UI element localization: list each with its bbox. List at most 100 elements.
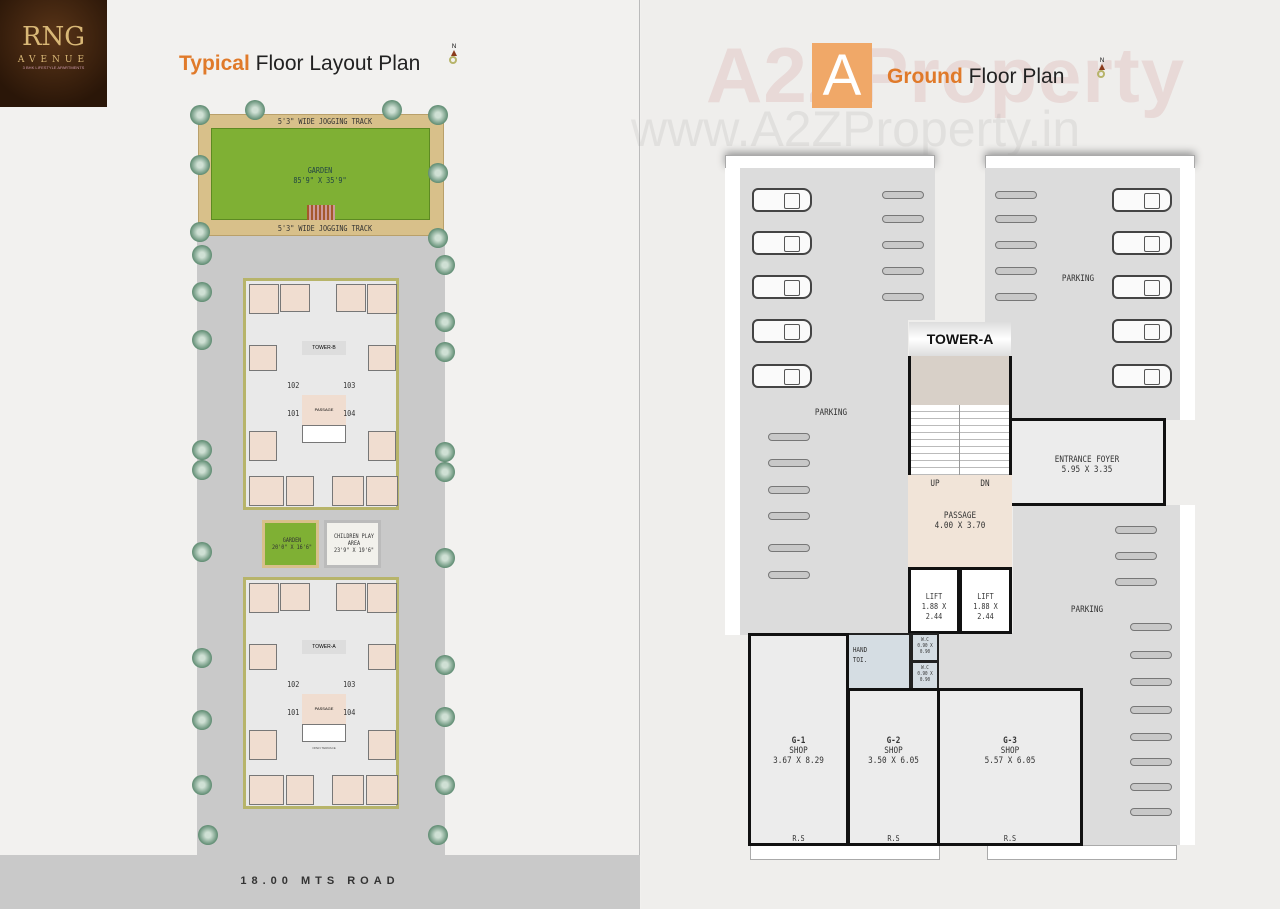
bike-icon: [995, 293, 1037, 301]
tower-a-label: TOWER-A: [909, 322, 1011, 356]
bike-icon: [995, 241, 1037, 249]
jogging-track-label: 5'3" WIDE JOGGING TRACK: [277, 117, 373, 126]
tree-icon: [192, 330, 212, 350]
tree-icon: [435, 462, 455, 482]
unit-label: 103: [343, 381, 356, 390]
tree-icon: [382, 100, 402, 120]
tree-icon: [192, 282, 212, 302]
parking-label: PARKING: [1070, 605, 1104, 615]
car-icon: [1112, 231, 1172, 255]
tree-icon: [192, 648, 212, 668]
bike-icon: [882, 293, 924, 301]
car-icon: [1112, 319, 1172, 343]
bike-icon: [1130, 623, 1172, 631]
car-icon: [1112, 188, 1172, 212]
bike-icon: [1130, 808, 1172, 816]
page-title: Ground Floor Plan: [887, 65, 1065, 88]
bike-icon: [882, 191, 924, 199]
bike-icon: [1130, 733, 1172, 741]
bike-icon: [768, 571, 810, 579]
bike-icon: [1130, 678, 1172, 686]
tree-icon: [192, 245, 212, 265]
bike-icon: [1130, 783, 1172, 791]
tree-icon: [198, 825, 218, 845]
unit-label: 101: [287, 708, 300, 717]
tower-b-label: TOWER-B: [302, 341, 346, 355]
watermark-url: www.A2ZProperty.in: [631, 101, 1081, 157]
tower-b-plan: TOWER-B PASSAGE 102 103 101 104: [243, 278, 399, 510]
passage-label: PASSAGE: [302, 694, 346, 724]
bike-icon: [768, 459, 810, 467]
bike-icon: [1130, 758, 1172, 766]
tree-icon: [428, 228, 448, 248]
bike-icon: [995, 267, 1037, 275]
tree-icon: [435, 442, 455, 462]
unit-label: 104: [343, 708, 356, 717]
jogging-track-label: 5'3" WIDE JOGGING TRACK: [277, 224, 373, 233]
bike-icon: [995, 215, 1037, 223]
road-label: 18.00 MTS ROAD: [240, 875, 400, 887]
page-title: Typical Floor Layout Plan: [179, 52, 421, 75]
bike-icon: [1115, 552, 1157, 560]
logo-brand: RNG: [21, 22, 86, 52]
ground-floor-page: A2ZProperty www.A2ZProperty.in A Ground …: [631, 0, 1280, 909]
tree-icon: [192, 460, 212, 480]
logo-name: AVENUE: [17, 55, 90, 65]
parking-label: PARKING: [814, 408, 848, 418]
tree-icon: [190, 222, 210, 242]
north-arrow-icon: N: [449, 44, 459, 64]
car-icon: [1112, 364, 1172, 388]
bike-icon: [882, 267, 924, 275]
car-icon: [752, 231, 812, 255]
bike-icon: [768, 544, 810, 552]
tower-a-label: TOWER-A: [302, 640, 346, 654]
bike-icon: [1130, 706, 1172, 714]
bike-icon: [768, 433, 810, 441]
parking-label: PARKING: [1061, 274, 1095, 284]
unit-label: 101: [287, 409, 300, 418]
tree-icon: [190, 155, 210, 175]
tower-a-plan: TOWER-A PASSAGE OPEN TERRACE 102 103 101…: [243, 577, 399, 809]
tree-icon: [435, 255, 455, 275]
bike-icon: [768, 486, 810, 494]
car-icon: [752, 188, 812, 212]
north-arrow-icon: N: [1097, 58, 1107, 78]
tree-icon: [192, 542, 212, 562]
car-icon: [1112, 275, 1172, 299]
tower-letter-badge: A: [812, 43, 872, 108]
stairs-up-label: UP: [930, 479, 940, 489]
tree-icon: [245, 100, 265, 120]
bike-icon: [882, 215, 924, 223]
tree-icon: [192, 710, 212, 730]
tree-icon: [428, 105, 448, 125]
open-terrace-label: OPEN TERRACE: [312, 746, 336, 750]
tree-icon: [435, 312, 455, 332]
logo-tagline: 3 BHK LIFESTYLE APARTMENTS: [22, 65, 85, 70]
unit-label: 102: [287, 680, 300, 689]
car-icon: [752, 319, 812, 343]
tree-icon: [192, 440, 212, 460]
rng-avenue-logo: RNG AVENUE 3 BHK LIFESTYLE APARTMENTS: [0, 0, 107, 107]
bike-icon: [1115, 526, 1157, 534]
car-icon: [752, 275, 812, 299]
unit-label: 103: [343, 680, 356, 689]
hand-toilet: HAND TOI.: [847, 633, 911, 690]
tree-icon: [435, 655, 455, 675]
tree-icon: [190, 105, 210, 125]
bike-icon: [882, 241, 924, 249]
bike-icon: [1115, 578, 1157, 586]
typical-floor-page: RNG AVENUE 3 BHK LIFESTYLE APARTMENTS Ty…: [0, 0, 640, 909]
stairs-down-label: DN: [980, 479, 990, 489]
unit-label: 104: [343, 409, 356, 418]
